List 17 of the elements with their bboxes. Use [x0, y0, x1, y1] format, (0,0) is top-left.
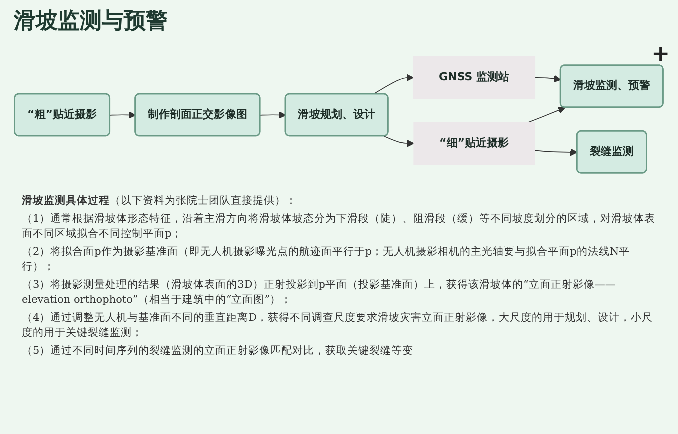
- arrow: [384, 136, 414, 148]
- arrow: [110, 111, 136, 119]
- arrow: [528, 106, 566, 124]
- list-item: （4）通过调整无人机与基准面不同的垂直距离D，获得不同调查尺度要求滑坡灾害立面正射影像，大尺度的用于规划、设计，小尺度的用于关键裂缝监测；: [22, 311, 654, 341]
- list-item: （5）通过不同时间序列的裂缝监测的立面正射影像匹配对比，获取关键裂缝等变: [22, 344, 415, 359]
- arrow: [534, 148, 578, 156]
- plus-sign: +: [652, 42, 670, 67]
- list-item: （3）将摄影测量处理的结果（滑坡体表面的3D）正射投影到p平面（投影基准面）上，获得该滑坡体的“立面正射影像—— elevation orthophoto”（相当于建筑中的“立面图”）；: [22, 278, 617, 308]
- arrow: [534, 75, 562, 83]
- title: 滑坡监测与预警: [14, 8, 168, 36]
- arrow: [373, 74, 414, 95]
- node-box: “细”贴近摄影: [414, 122, 536, 166]
- list-item: （2）将拟合面p作为摄影基准面（即无人机摄影曝光点的航迹面平行于p；无人机摄影相机的主光轴要与拟合平面p的法线N平行）；: [22, 245, 632, 275]
- arrow: [260, 111, 286, 119]
- list-item: （1）通常根据滑坡体形态特征，沿着主滑方向将滑坡体坡态分为下滑段（陡）、阻滑段（缓）等不同坡度划分的区域，对滑坡体表面不同区域拟合不同控制平面p；: [22, 212, 657, 242]
- section-heading: 滑坡监测具体过程（以下资料为张院士团队直接提供）：: [22, 194, 298, 209]
- node-box: GNSS 监测站: [413, 56, 536, 100]
